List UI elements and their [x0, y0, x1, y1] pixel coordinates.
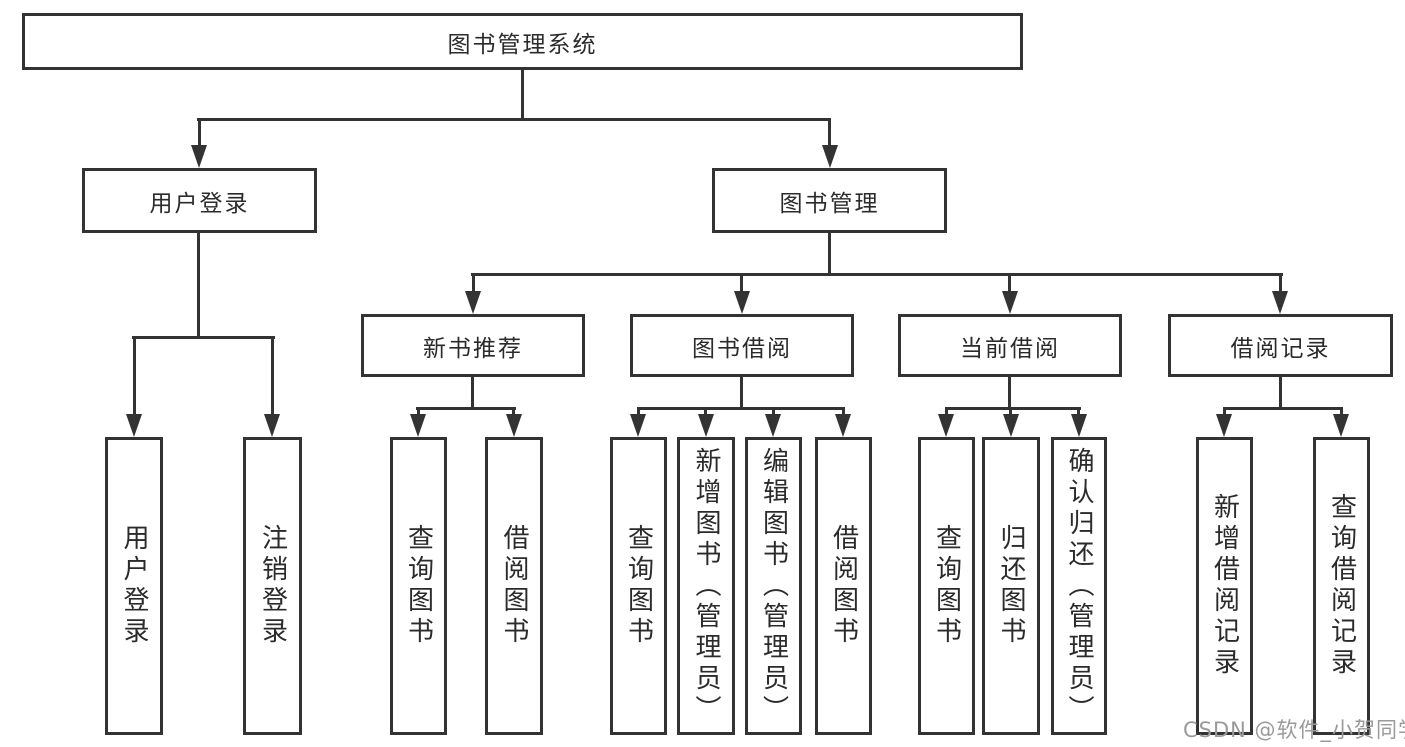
- arrowhead-icon: [465, 291, 481, 314]
- arrowhead-icon: [410, 414, 426, 437]
- connector-line: [637, 407, 640, 417]
- connector-line: [740, 377, 743, 407]
- connector-line: [197, 118, 831, 121]
- connector-line: [1279, 273, 1282, 293]
- connector-line: [704, 407, 707, 417]
- arrowhead-icon: [765, 414, 781, 437]
- leaf-add-books-admin: 新增图书（管理员）: [677, 437, 735, 735]
- arrowhead-icon: [1002, 291, 1018, 314]
- connector-line: [471, 273, 1283, 276]
- arrowhead-icon: [630, 414, 646, 437]
- arrowhead-icon: [822, 145, 838, 168]
- arrowhead-icon: [1003, 414, 1019, 437]
- node-new-book-recommendation: 新书推荐: [361, 314, 585, 377]
- connector-line: [1008, 273, 1011, 293]
- leaf-user-login: 用户登录: [105, 437, 163, 735]
- leaf-borrow-books: 借阅图书: [815, 437, 872, 735]
- arrowhead-icon: [264, 414, 280, 437]
- leaf-confirm-return-admin: 确认归还（管理员）: [1051, 437, 1107, 735]
- connector-line: [198, 118, 201, 148]
- leaf-query-books-recommend: 查询图书: [390, 437, 447, 735]
- connector-line: [472, 273, 475, 293]
- connector-line: [1340, 407, 1343, 417]
- node-book-management: 图书管理: [712, 168, 947, 233]
- node-user-login: 用户登录: [82, 168, 317, 233]
- connector-line: [197, 233, 200, 336]
- arrowhead-icon: [835, 414, 851, 437]
- connector-line: [416, 407, 516, 410]
- connector-line: [828, 233, 831, 273]
- connector-line: [1223, 407, 1343, 410]
- arrowhead-icon: [734, 291, 750, 314]
- connector-line: [842, 407, 845, 417]
- connector-line: [740, 273, 743, 293]
- connector-line: [417, 407, 420, 417]
- leaf-add-borrow-record: 新增借阅记录: [1196, 437, 1253, 735]
- connector-line: [828, 118, 831, 148]
- connector-line: [1008, 377, 1011, 407]
- leaf-query-borrow-record: 查询借阅记录: [1313, 437, 1370, 735]
- connector-line: [133, 336, 136, 416]
- arrowhead-icon: [191, 145, 207, 168]
- watermark-text: CSDN @软件_小贺同学: [1183, 718, 1405, 742]
- leaf-query-books-borrow: 查询图书: [610, 437, 667, 735]
- leaf-edit-books-admin: 编辑图书（管理员）: [745, 437, 802, 735]
- leaf-borrow-books-recommend: 借阅图书: [485, 437, 543, 735]
- connector-line: [271, 336, 274, 416]
- connector-line: [1009, 407, 1012, 417]
- connector-line: [1279, 377, 1282, 407]
- connector-line: [945, 407, 948, 417]
- connector-line: [772, 407, 775, 417]
- connector-line: [1223, 407, 1226, 417]
- connector-line: [471, 377, 474, 407]
- arrowhead-icon: [1216, 414, 1232, 437]
- connector-line: [637, 407, 845, 410]
- arrowhead-icon: [698, 414, 714, 437]
- node-current-borrowing: 当前借阅: [898, 314, 1122, 377]
- arrowhead-icon: [1333, 414, 1349, 437]
- arrowhead-icon: [1272, 291, 1288, 314]
- arrowhead-icon: [506, 414, 522, 437]
- leaf-query-books-current: 查询图书: [918, 437, 975, 735]
- connector-line: [512, 407, 515, 417]
- node-library-system: 图书管理系统: [22, 13, 1023, 70]
- leaf-logout: 注销登录: [243, 437, 302, 735]
- connector-line: [945, 407, 1081, 410]
- arrowhead-icon: [126, 414, 142, 437]
- node-book-borrowing: 图书借阅: [630, 314, 854, 377]
- connector-line: [1077, 407, 1080, 417]
- connector-line: [132, 336, 275, 339]
- node-borrowing-records: 借阅记录: [1168, 314, 1393, 377]
- connector-line: [521, 70, 524, 118]
- leaf-return-books: 归还图书: [982, 437, 1040, 735]
- arrowhead-icon: [938, 414, 954, 437]
- arrowhead-icon: [1071, 414, 1087, 437]
